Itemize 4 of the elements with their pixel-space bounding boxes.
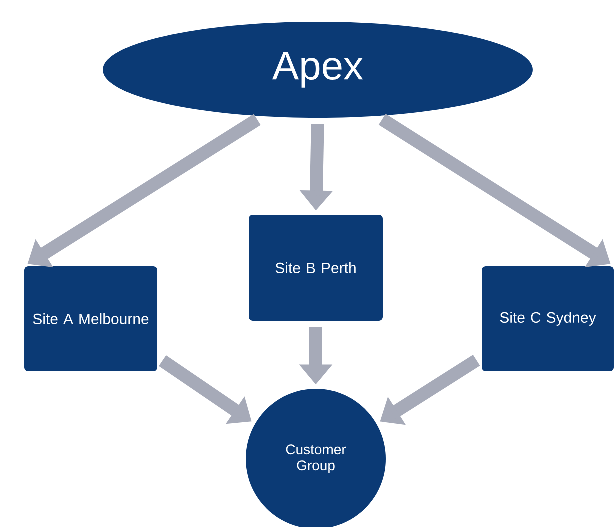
site-box: Site B Perth	[249, 215, 383, 321]
site-box: Site A Melbourne	[24, 266, 158, 372]
site-box: Site C Sydney	[482, 266, 614, 372]
ellipse-node: Apex	[103, 22, 533, 118]
